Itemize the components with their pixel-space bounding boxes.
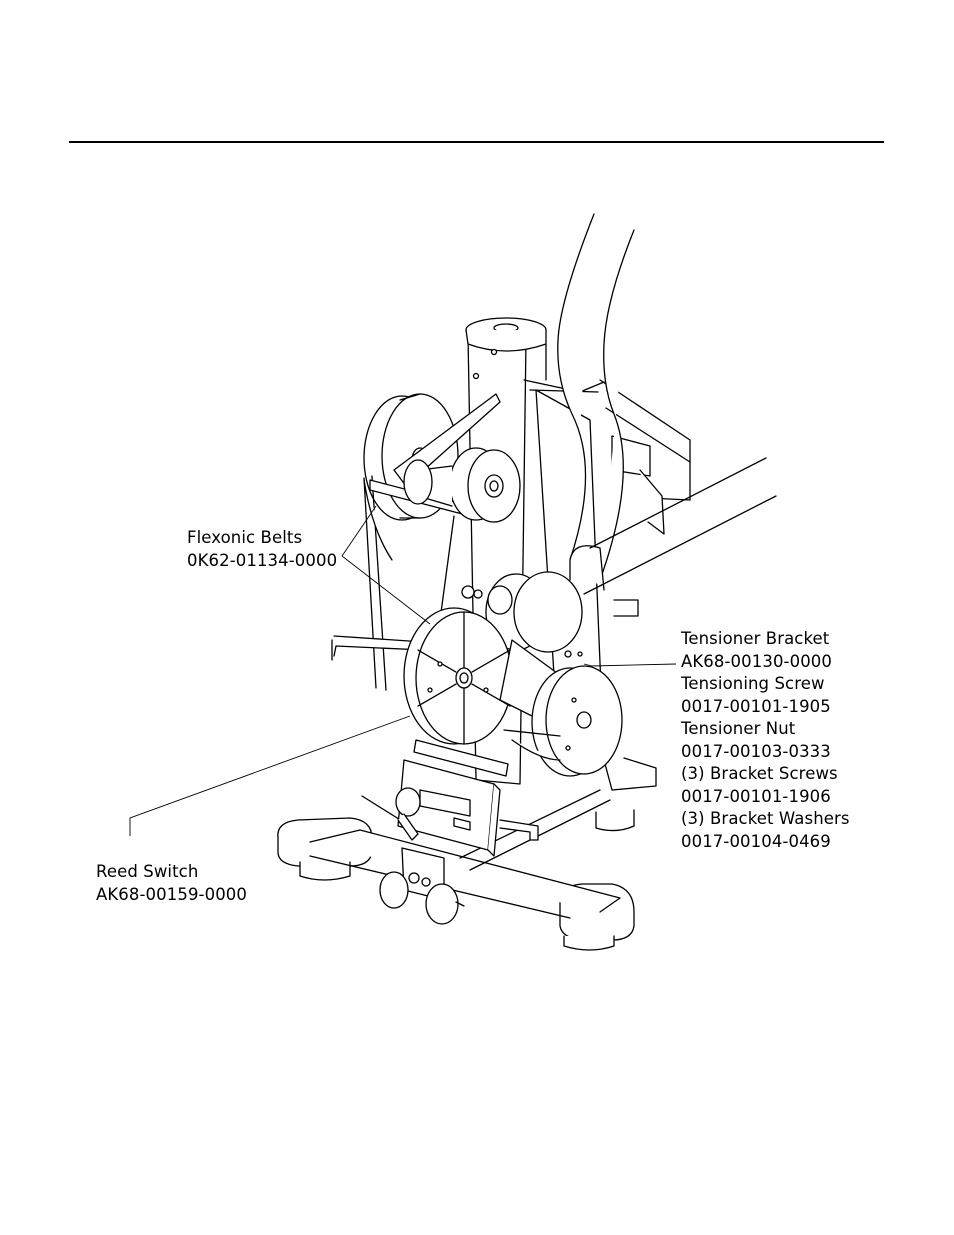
bracket-washers-part-number: 0017-00104-0469	[681, 831, 831, 851]
belt-path	[363, 475, 455, 691]
drive-gear	[403, 447, 521, 523]
leader-lines	[129, 505, 677, 836]
tensioning-screw-label: Tensioning Screw	[681, 674, 825, 693]
reed-switch-callout: Reed Switch AK68-00159-0000	[96, 861, 247, 906]
flywheel-pulley	[403, 607, 513, 745]
crank-hub	[461, 571, 583, 653]
reed-switch-part-number: AK68-00159-0000	[96, 884, 247, 904]
bracket-washers-label: (3) Bracket Washers	[681, 809, 850, 828]
belts-leader-upper	[341, 505, 377, 557]
tensioner-pulley	[503, 665, 623, 777]
bracket-screws-label: (3) Bracket Screws	[681, 764, 838, 783]
reed-switch-leader	[129, 715, 411, 836]
tensioner-leader	[583, 663, 677, 667]
reed-switch-label: Reed Switch	[96, 862, 199, 881]
bracket-screws-part-number: 0017-00101-1906	[681, 786, 831, 806]
handle-tube	[557, 213, 635, 591]
tensioner-nut-part-number: 0017-00103-0333	[681, 741, 831, 761]
flexonic-belts-part-number: 0K62-01134-0000	[187, 550, 338, 570]
header-rule	[69, 141, 884, 143]
crank-tube	[583, 457, 777, 595]
base-frame	[277, 789, 635, 951]
tensioner-bracket-part-number: AK68-00130-0000	[681, 651, 832, 671]
reed-switch-assembly	[361, 787, 539, 925]
tensioning-screw-part-number: 0017-00101-1905	[681, 696, 831, 716]
belts-leader-lower	[341, 555, 431, 625]
tensioner-nut-label: Tensioner Nut	[681, 719, 796, 738]
tensioner-bracket-label: Tensioner Bracket	[681, 629, 830, 648]
flexonic-belts-callout: Flexonic Belts 0K62-01134-0000	[187, 527, 337, 572]
tensioner-callout: Tensioner Bracket AK68-00130-0000 Tensio…	[681, 628, 850, 853]
flexonic-belts-label: Flexonic Belts	[187, 528, 303, 547]
